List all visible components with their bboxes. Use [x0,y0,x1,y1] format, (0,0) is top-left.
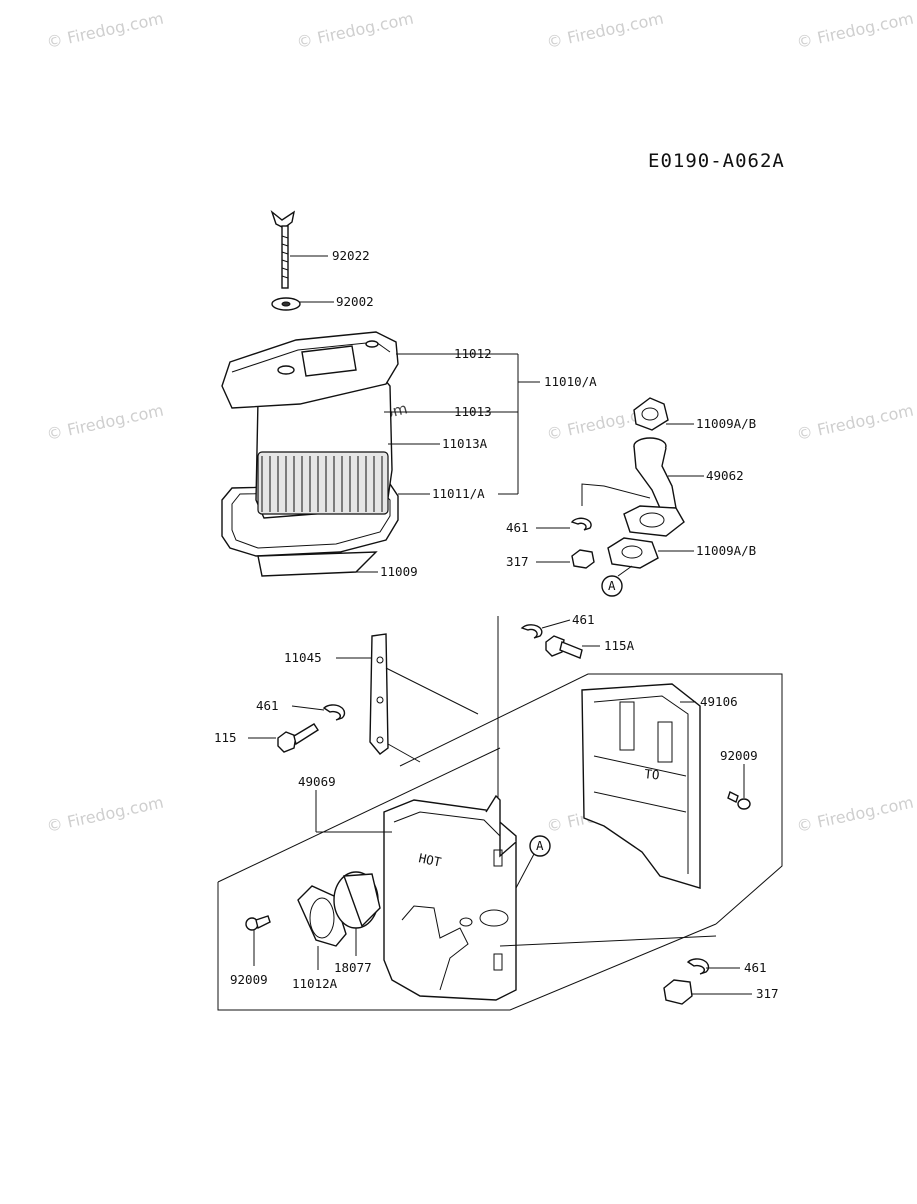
air-cleaner-assembly [221,209,399,577]
lock-washer-part [570,517,592,531]
watermark: © Firedog.com [45,9,165,52]
callout-461-mid: 461 [572,612,595,627]
callout-11009AB-top: 11009A/B [696,416,756,431]
muffler-label: HOT [417,850,443,869]
reference-circle-a [601,575,623,597]
callout-115A: 115A [604,638,635,653]
callout-49062: 49062 [706,468,744,483]
filter-element-part [255,373,393,519]
bolt-part [277,723,319,753]
callout-11010A: 11010/A [544,374,597,389]
callout-461-bracket: 461 [256,698,279,713]
screw-part [727,791,751,810]
watermark: © Firedog.com [295,9,415,52]
muffler-group-outline [217,747,501,883]
callout-92002: 92002 [336,294,374,309]
air-cleaner-leaders [290,255,540,573]
watermark: © Firedog.com [45,401,165,444]
watermark: © Firedog.com [545,9,665,52]
lock-washer-part [520,624,543,639]
exhaust-pipe-group [570,397,685,597]
callout-11012A: 11012A [292,976,338,991]
callout-11012: 11012 [454,346,492,361]
callout-92022: 92022 [332,248,370,263]
callout-18077: 18077 [334,960,372,975]
bolt-part [545,635,583,659]
nut-part [663,979,693,1005]
callout-92009-shield: 92009 [720,748,758,763]
diagram-code: E0190-A062A [648,150,785,172]
pipe-gasket-top-part [633,397,669,431]
callout-11009: 11009 [380,564,418,579]
callout-11009AB-bottom: 11009A/B [696,543,756,558]
shield-label: TO [644,766,661,782]
heat-shield-part: TO [399,673,783,925]
callout-317-bottom: 317 [756,986,779,1001]
callout-11011A: 11011/A [432,486,485,501]
lock-washer-part [686,958,710,975]
muffler-part: HOT [383,794,517,1001]
callout-circle-a-pipe: A [608,578,616,593]
muffler-leaders [253,790,752,995]
air-cleaner-cover-part [221,331,399,409]
callout-92009-left: 92009 [230,972,268,987]
callout-11013A: 11013A [442,436,488,451]
watermark: © Firedog.com [795,9,915,52]
bracket-part [369,633,389,755]
screw-part [245,915,271,931]
exhaust-pipe-part [623,437,685,537]
watermark-layer: © Firedog.com © Firedog.com © Firedog.co… [45,9,915,836]
callout-circle-a-muffler: A [536,838,544,853]
nut-part [571,549,595,569]
callout-461-pipe: 461 [506,520,529,535]
lock-washer-part [322,704,346,721]
muffler-group-outline [217,882,717,1011]
callout-11013: 11013 [454,404,492,419]
watermark: © Firedog.com [795,793,915,836]
callout-11045: 11045 [284,650,322,665]
callout-49106: 49106 [700,694,738,709]
callout-115: 115 [214,730,237,745]
callout-461-bottom: 461 [744,960,767,975]
watermark: © Firedog.com [795,401,915,444]
wing-bolt-part [270,209,296,289]
reference-circle-a [529,835,551,857]
callout-49069: 49069 [298,774,336,789]
spark-arrester-part [333,871,381,929]
callout-317-pipe: 317 [506,554,529,569]
watermark: © Firedog.com [45,793,165,836]
pipe-gasket-bottom-part [607,537,659,569]
exhaust-leaders [536,423,704,577]
